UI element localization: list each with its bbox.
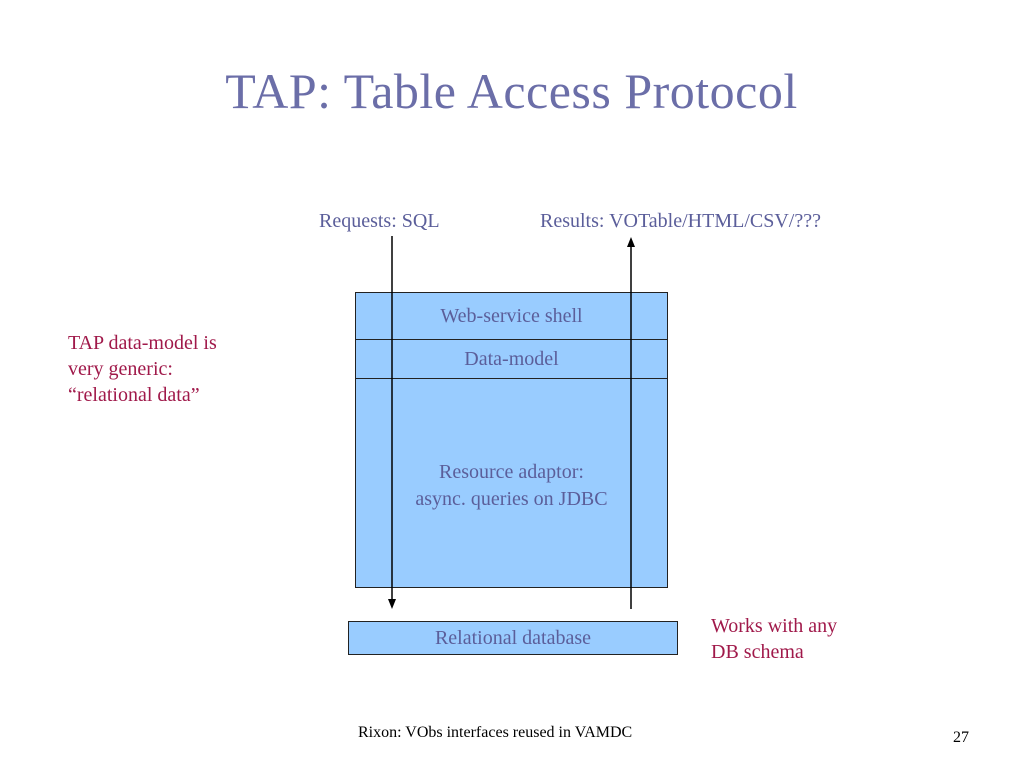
data-model-label: Data-model — [464, 348, 559, 370]
page-number: 27 — [953, 729, 969, 746]
resource-adaptor-line-2: async. queries on JDBC — [415, 488, 608, 510]
right-note-line-1: Works with any — [711, 615, 838, 637]
relational-database-label: Relational database — [434, 627, 592, 649]
web-service-shell-label: Web-service shell — [440, 305, 583, 327]
left-note: TAP data-model is very generic: “relatio… — [68, 330, 217, 408]
left-note-line-2: very generic: — [68, 358, 173, 380]
relational-database-box: Relational database — [348, 621, 678, 655]
resource-adaptor-layer: Resource adaptor: async. queries on JDBC — [356, 459, 667, 513]
footer-caption: Rixon: VObs interfaces reused in VAMDC — [358, 724, 633, 741]
right-note-line-2: DB schema — [711, 641, 804, 663]
data-model-layer: Data-model — [356, 340, 667, 379]
left-note-line-3: “relational data” — [68, 384, 200, 406]
resource-adaptor-line-1: Resource adaptor: — [439, 461, 584, 483]
slide-title: TAP: Table Access Protocol — [225, 63, 798, 119]
web-service-shell-layer: Web-service shell — [356, 293, 667, 340]
service-stack: Web-service shell Data-model Resource ad… — [355, 292, 668, 588]
request-arrowhead-icon — [388, 599, 396, 609]
left-note-line-1: TAP data-model is — [68, 332, 217, 354]
requests-label: Requests: SQL — [319, 210, 440, 232]
results-label: Results: VOTable/HTML/CSV/??? — [540, 210, 821, 232]
right-note: Works with any DB schema — [711, 613, 837, 665]
result-arrowhead-icon — [627, 237, 635, 247]
